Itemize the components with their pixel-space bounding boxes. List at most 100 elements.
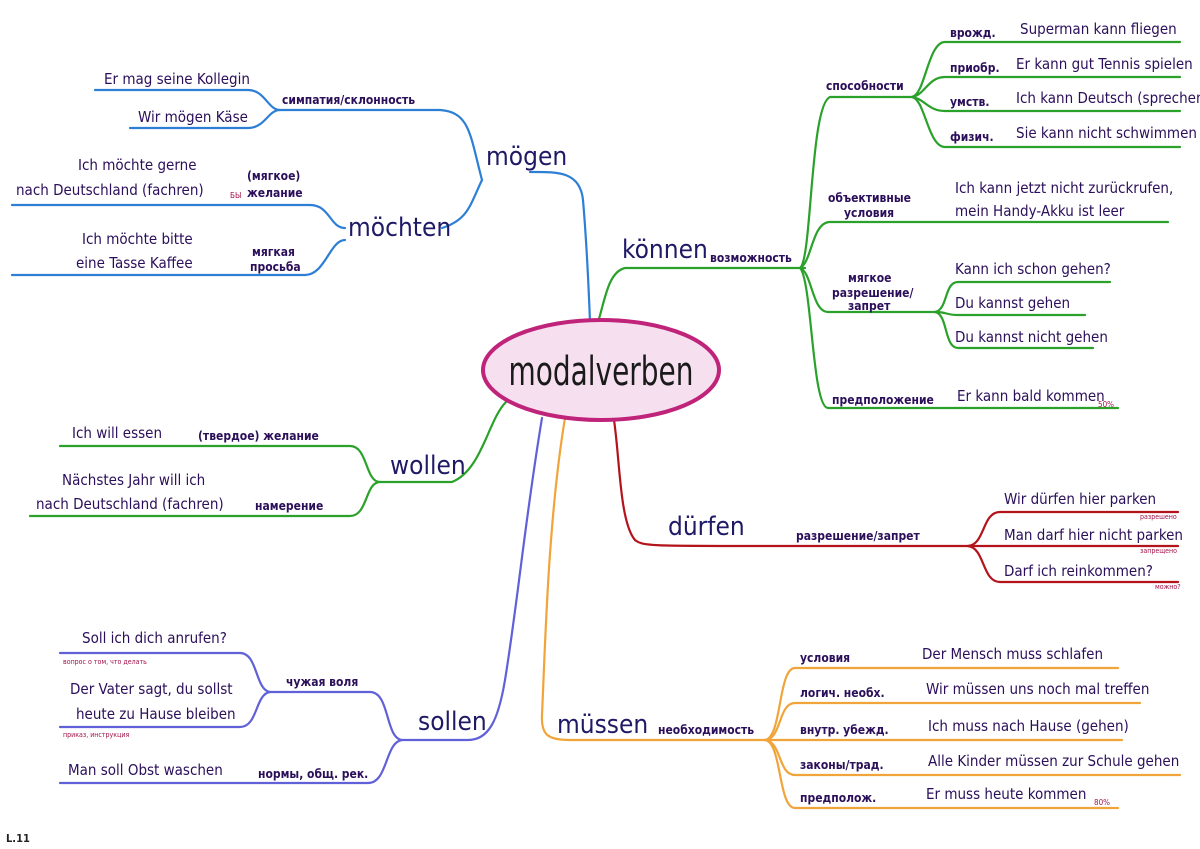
prefix-by: БЫ: [230, 191, 241, 200]
example-physical: Sie kann nicht schwimmen: [1016, 124, 1197, 142]
category-possibility: возможность: [710, 251, 792, 265]
category-sympathy: симпатия/склонность: [282, 93, 415, 107]
line-sollen-to-norms: [58, 738, 404, 785]
note-may: можно?: [1155, 583, 1181, 591]
tag-logical: логич. необх.: [800, 686, 885, 700]
line-will-to-ex1: [58, 651, 272, 694]
branch-moechten: möchten (мягкое) желание БЫ Ich möchte g…: [16, 156, 451, 274]
category-soft-wish-line1: (мягкое): [247, 169, 300, 183]
branch-lines: [10, 40, 1182, 810]
line-soft-to-ex2: [933, 310, 1087, 317]
example-wollen-1: Ich will essen: [72, 424, 162, 442]
line-center-to-sollen: [400, 416, 544, 742]
example-acquired: Er kann gut Tennis spielen: [1016, 55, 1193, 73]
tag-inner-conviction: внутр. убежд.: [800, 723, 889, 737]
line-center-to-koennen: [596, 266, 807, 324]
line-wollen-to-wish: [58, 444, 382, 484]
example-wollen-2-line2: nach Deutschland (fachren): [36, 495, 224, 513]
line-permission-to-ex3: [966, 544, 1180, 584]
tag-laws-traditions: законы/трад.: [800, 758, 884, 772]
line-possibility-to-soft-permission: [798, 266, 937, 314]
line-necessity-to-tag2: [763, 701, 1142, 742]
example-duerfen-3: Darf ich reinkommen?: [1004, 562, 1153, 580]
example-moechten-2-line1: Ich möchte bitte: [82, 230, 193, 248]
line-moegen-to-sympathy: [278, 108, 484, 182]
example-moechten-2-line2: eine Tasse Kaffee: [76, 254, 193, 272]
line-abilities-to-tag1: [910, 40, 1182, 99]
line-abilities-to-tag2: [910, 75, 1182, 99]
subcategory-abilities: способности: [826, 79, 904, 93]
line-abilities-to-tag4: [910, 95, 1182, 149]
tag-mental: умств.: [950, 95, 989, 109]
category-permission: разрешение/запрет: [796, 529, 920, 543]
note-assumption-muessen-percent: 80%: [1094, 798, 1110, 807]
line-possibility-to-conditions: [798, 220, 1170, 270]
subcategory-objective-line2: условия: [844, 206, 894, 220]
center-label: modalverben: [509, 349, 694, 395]
example-laws-traditions: Alle Kinder müssen zur Schule gehen: [928, 752, 1179, 770]
example-sollen-2-line1: Der Vater sagt, du sollst: [70, 680, 233, 698]
category-norms: нормы, общ. рек.: [258, 767, 368, 781]
category-necessity: необходимость: [658, 723, 754, 737]
subcategory-objective-line1: объективные: [828, 191, 911, 205]
subcategory-soft-permission-line1: мягкое: [848, 271, 891, 285]
subcategory-soft-permission-line3: запрет: [848, 299, 891, 313]
branch-wollen: wollen (твердое) желание Ich will essen …: [36, 424, 466, 513]
line-center-to-duerfen: [610, 406, 970, 548]
tag-conditions: условия: [800, 651, 850, 665]
line-moegen-to-moechten: [440, 178, 484, 230]
verb-moechten: möchten: [348, 213, 451, 243]
example-wollen-2-line1: Nächstes Jahr will ich: [62, 471, 205, 489]
branch-moegen: mögen симпатия/склонность Er mag seine K…: [104, 70, 567, 172]
example-assumption-muessen: Er muss heute kommen: [926, 785, 1086, 803]
branch-koennen: können возможность способности врожд. Su…: [622, 20, 1200, 409]
example-objective-line2: mein Handy-Akku ist leer: [955, 202, 1125, 220]
line-center-to-muessen: [540, 416, 767, 742]
note-order: приказ, инструкция: [63, 731, 129, 739]
line-soft-to-ex3: [933, 310, 1095, 350]
line-necessity-to-tag5: [763, 738, 1120, 810]
example-soft-2: Du kannst gehen: [955, 294, 1070, 312]
example-duerfen-2: Man darf hier nicht parken: [1004, 526, 1183, 544]
tag-acquired: приобр.: [950, 61, 1000, 75]
verb-muessen: müssen: [557, 710, 648, 740]
signature: L.11: [6, 832, 30, 845]
line-moechten-to-wish: [10, 203, 347, 230]
example-sollen-3: Man soll Obst waschen: [68, 761, 223, 779]
example-moegen-2: Wir mögen Käse: [138, 108, 248, 126]
example-moegen-1: Er mag seine Kollegin: [104, 70, 250, 88]
tag-physical: физич.: [950, 130, 994, 144]
line-center-to-wollen: [378, 400, 508, 484]
example-moechten-1-line2: nach Deutschland (fachren): [16, 181, 204, 199]
line-soft-to-ex1: [933, 280, 1112, 314]
example-sollen-2-line2: heute zu Hause bleiben: [76, 705, 236, 723]
line-moechten-to-request: [10, 238, 347, 277]
branch-muessen: müssen необходимость условия Der Mensch …: [557, 645, 1179, 807]
line-sympathy-to-ex1: [93, 88, 282, 112]
category-firm-wish: (твердое) желание: [198, 429, 319, 443]
note-allowed: разрешено: [1140, 513, 1177, 521]
example-objective-line1: Ich kann jetzt nicht zurückrufen,: [955, 179, 1173, 197]
example-soft-3: Du kannst nicht gehen: [955, 328, 1108, 346]
example-innate: Superman kann fliegen: [1020, 20, 1177, 38]
line-wollen-to-intention: [28, 480, 382, 518]
example-moechten-1-line1: Ich möchte gerne: [78, 156, 197, 174]
verb-wollen: wollen: [390, 451, 466, 481]
category-soft-request-line1: мягкая: [252, 245, 295, 259]
example-inner-conviction: Ich muss nach Hause (gehen): [928, 717, 1129, 735]
subcategory-soft-permission-line2: разрешение/: [832, 286, 913, 300]
example-logical: Wir müssen uns noch mal treffen: [926, 680, 1149, 698]
branch-sollen: sollen чужая воля Soll ich dich anrufen?…: [63, 629, 487, 781]
line-necessity-to-tag1: [763, 666, 1120, 742]
line-will-to-ex2: [58, 690, 272, 729]
example-soft-1: Kann ich schon gehen?: [955, 260, 1111, 278]
line-sympathy-to-ex2: [128, 108, 282, 130]
center-ellipse: [481, 318, 721, 422]
note-question: вопрос о том, что делать: [63, 658, 147, 666]
example-assumption: Er kann bald kommen: [957, 387, 1105, 405]
tag-assumption: предполож.: [800, 791, 876, 805]
verb-sollen: sollen: [418, 707, 487, 737]
example-sollen-1: Soll ich dich anrufen?: [82, 629, 227, 647]
tag-innate: врожд.: [950, 26, 996, 40]
